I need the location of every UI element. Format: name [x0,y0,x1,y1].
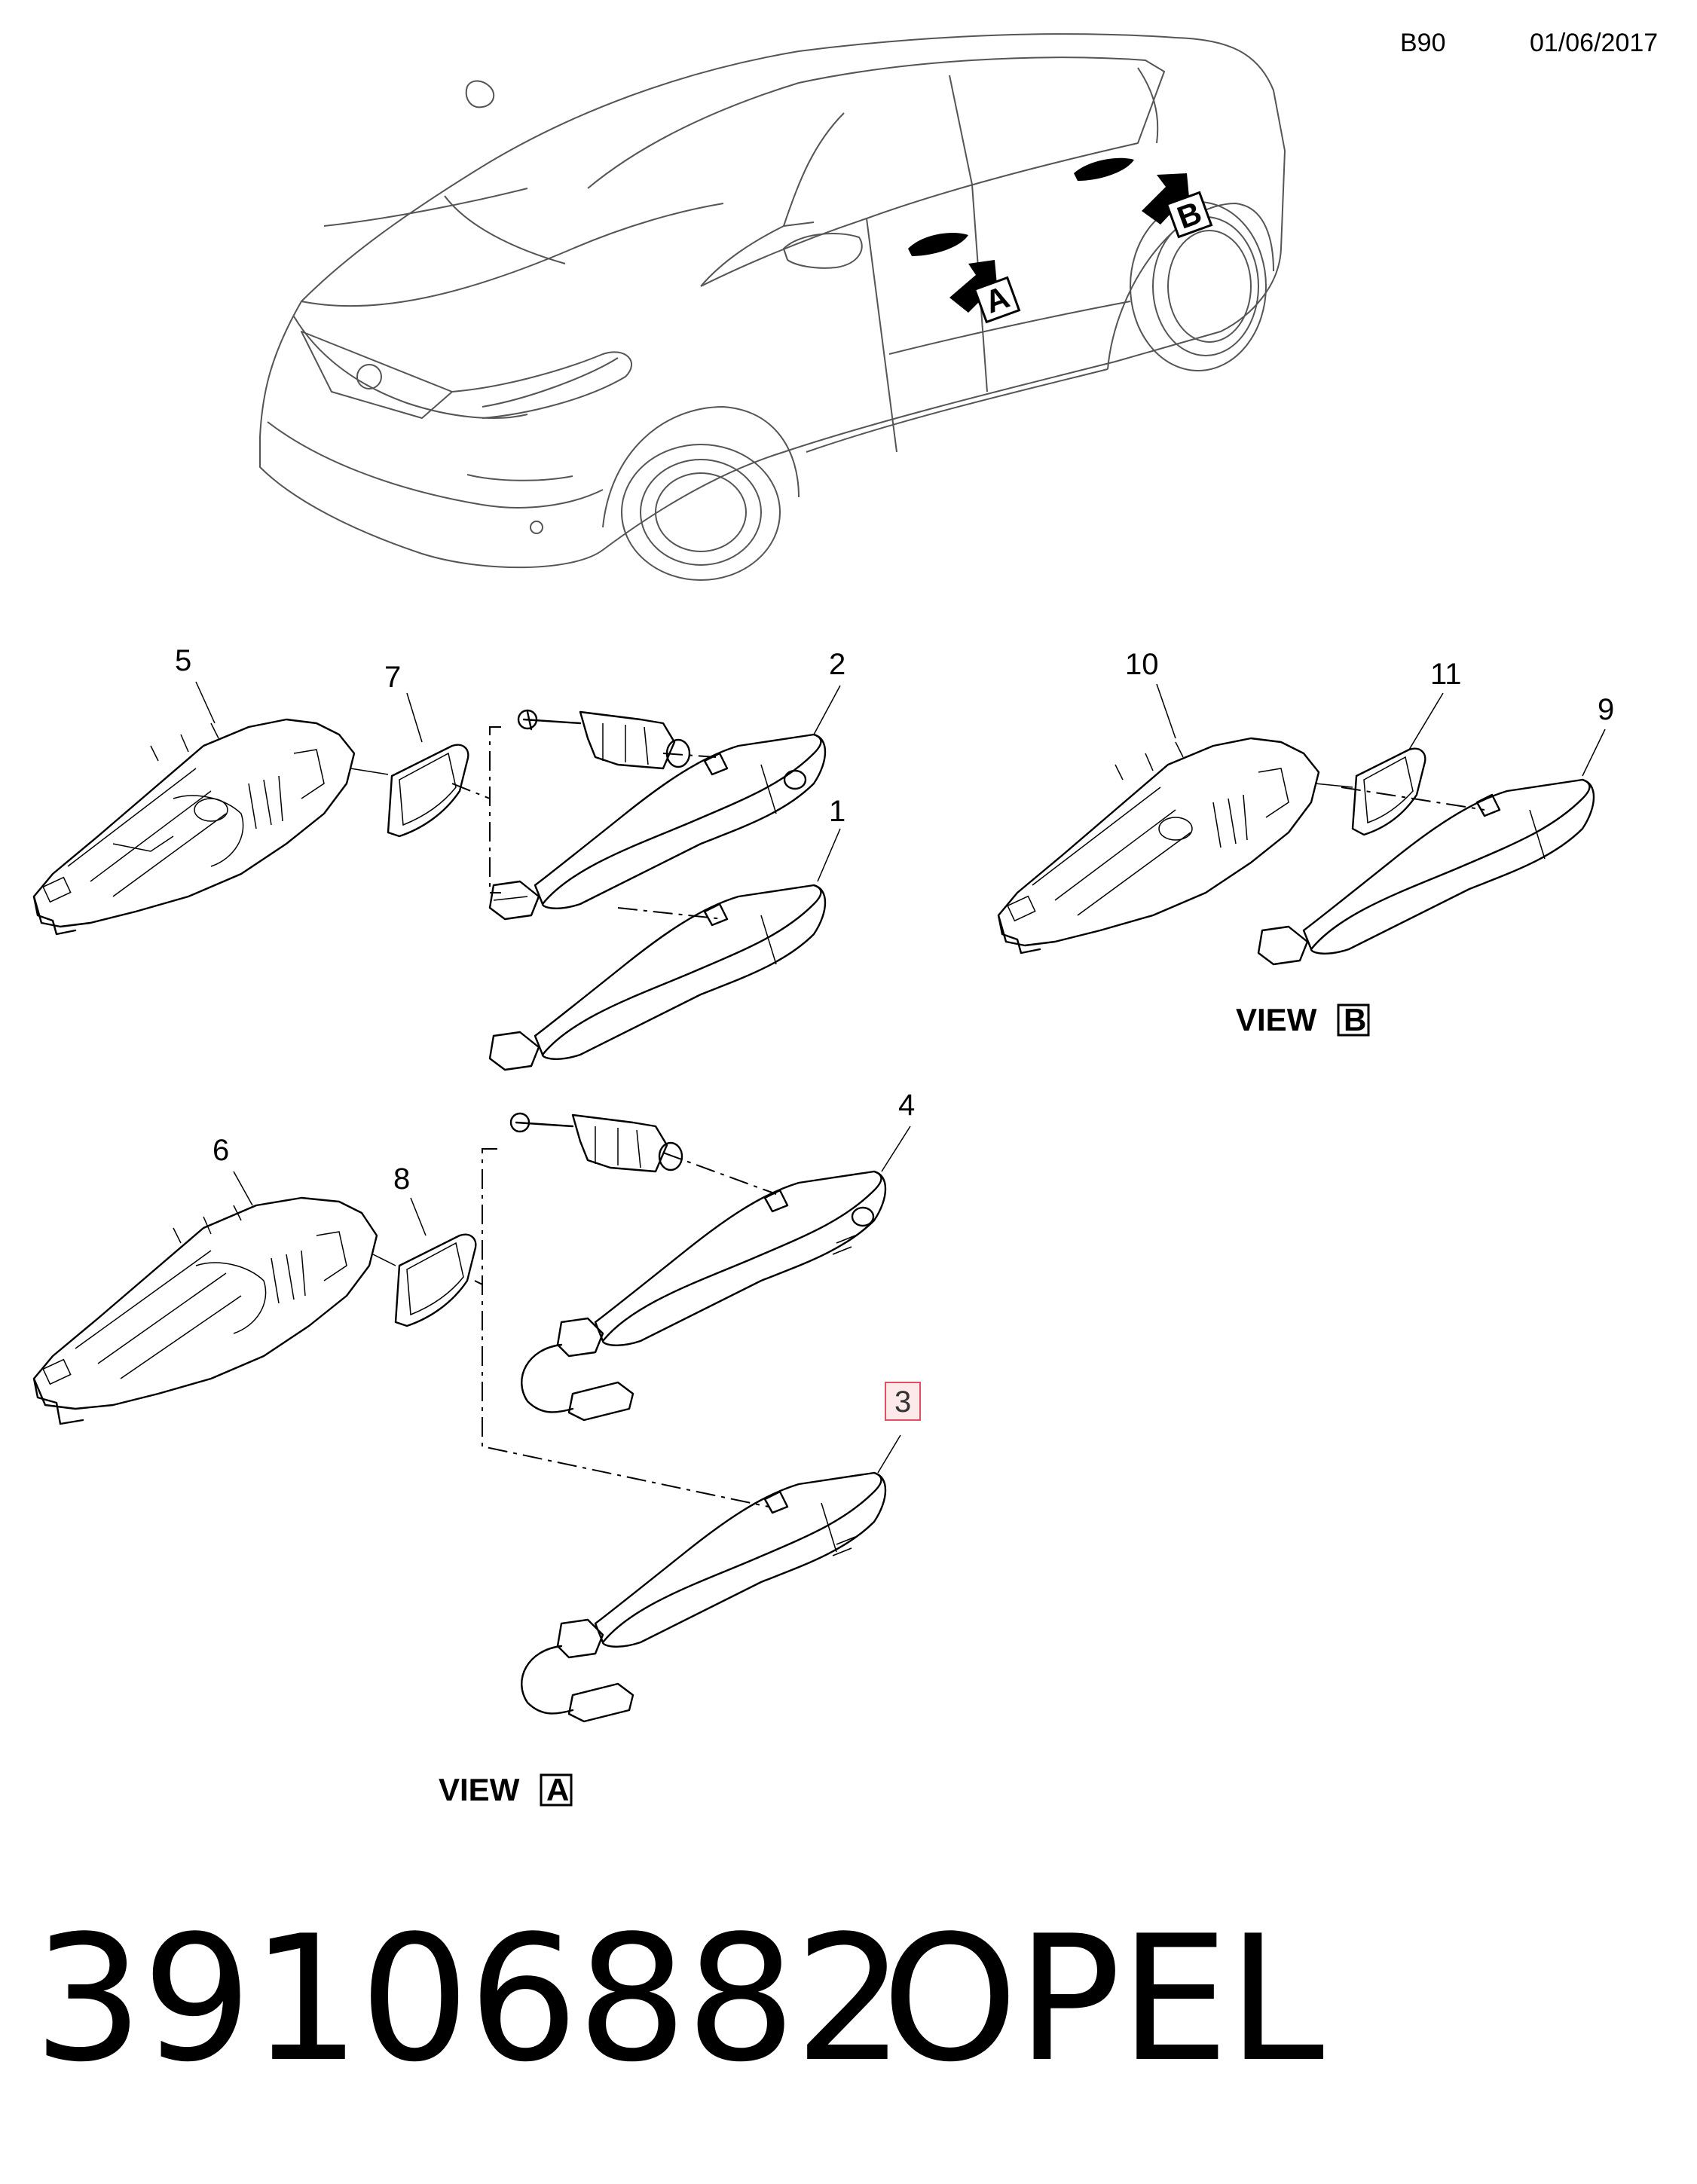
door-handle-view-a-keyhole [521,1170,887,1422]
callout-3-highlight [885,1382,921,1421]
callout-7: 7 [384,661,401,694]
brand-name: OPEL [882,1899,1324,2100]
lock-cylinder-view-a [509,1112,683,1173]
sheet-date: 01/06/2017 [1530,29,1659,57]
callout-1: 1 [829,795,845,828]
callout-leaders [195,681,1606,1474]
lock-cylinder-front [517,709,691,770]
gasket-front [387,744,469,838]
callout-10: 10 [1125,648,1159,681]
handle-bracket-front [32,718,356,936]
arrow-b-icon [1142,173,1213,239]
handle-bracket-rear [997,737,1320,955]
door-handle-rear [1257,778,1595,966]
view-b-label: VIEW [1236,1002,1317,1037]
callout-3: 3 [894,1385,911,1419]
view-a-letter: A [546,1772,569,1807]
view-b-letter: B [1344,1002,1366,1037]
view-a-label: VIEW [439,1772,520,1807]
arrow-a-icon [949,260,1021,324]
door-handle-front-keyhole [488,733,827,921]
callout-6: 6 [213,1134,229,1167]
door-handle-front [488,884,827,1071]
car-illustration [259,33,1286,581]
callout-8: 8 [393,1162,410,1196]
sheet-code: B90 [1400,29,1446,57]
gasket-view-a [394,1233,477,1327]
callout-4: 4 [898,1089,915,1122]
view-b-box [1337,1003,1370,1037]
door-handle-view-a-sensor [521,1471,887,1723]
part-number: 39106882 [33,1899,905,2100]
view-a-box [540,1773,573,1807]
handle-bracket-view-a [32,1196,378,1425]
callout-9: 9 [1598,693,1614,726]
callout-2: 2 [829,648,845,681]
callout-11: 11 [1430,658,1462,691]
callout-5: 5 [175,644,191,677]
gasket-rear [1351,747,1426,836]
